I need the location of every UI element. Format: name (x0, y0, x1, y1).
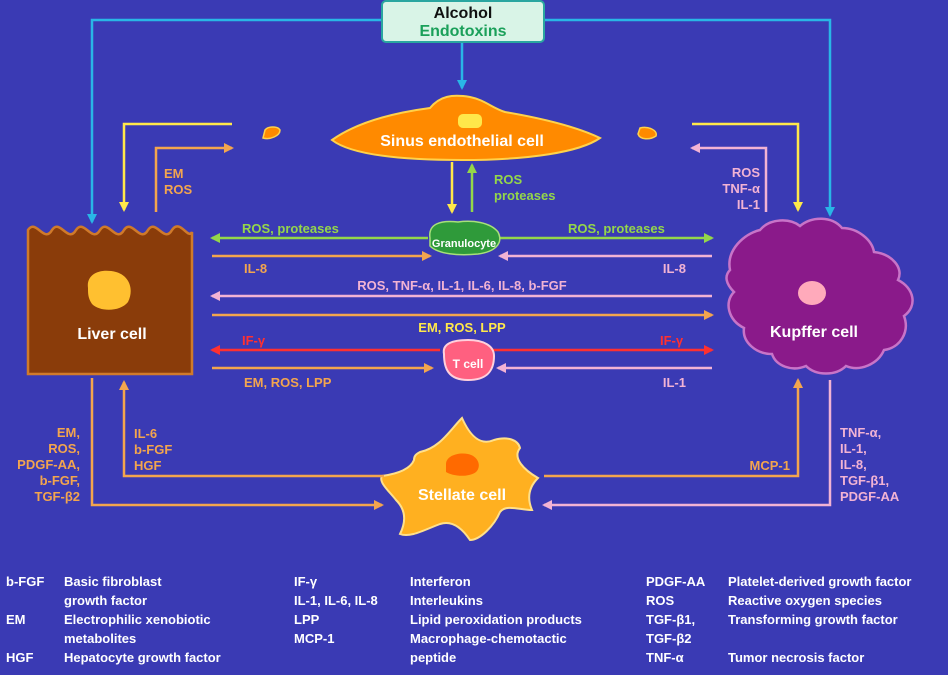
liver-cell-label: Liver cell (77, 326, 146, 343)
legend-abbr: PDGF-AA (646, 574, 706, 589)
legend-def: Lipid peroxidation products (410, 612, 582, 627)
label-stellate-to-liver-1: IL-6 (134, 426, 157, 441)
label-liver-to-stellate-1: EM, (57, 425, 80, 440)
legend-abbr: TNF-α (646, 650, 684, 665)
label-liver-to-stellate-3: PDGF-AA, (17, 457, 80, 472)
arrow-stellate-to-liver (119, 380, 384, 478)
label-gran-to-liver: ROS, proteases (242, 221, 339, 236)
source-endotoxins: Endotoxins (419, 23, 506, 40)
horizontal-arrows (210, 233, 714, 373)
legend-abbr: b-FGF (6, 574, 44, 589)
label-stellate-to-liver-2: b-FGF (134, 442, 172, 457)
label-kupffer-to-stellate-3: IL-8, (840, 457, 867, 472)
label-stellate-to-liver-3: HGF (134, 458, 162, 473)
legend-def: Electrophilic xenobiotic (64, 612, 211, 627)
arrow-kupffer-to-stellate (542, 380, 832, 510)
legend-def: metabolites (64, 631, 136, 646)
label-gran-to-kupffer: ROS, proteases (568, 221, 665, 236)
legend-abbr: IL-1, IL-6, IL-8 (294, 593, 378, 608)
label-liver-to-tcell: EM, ROS, LPP (244, 375, 332, 390)
t-cell: T cell (442, 338, 496, 382)
legend-def: Interferon (410, 574, 471, 589)
legend-def: peptide (410, 650, 456, 665)
legend-def: Reactive oxygen species (728, 593, 882, 608)
legend-def: Transforming growth factor (728, 612, 898, 627)
label-il8-right: IL-8 (663, 261, 686, 276)
stellate-arrows (90, 378, 832, 510)
label-liver-to-sinus-2: ROS (164, 182, 193, 197)
legend-def: Tumor necrosis factor (728, 650, 864, 665)
legend-def: Platelet-derived growth factor (728, 574, 911, 589)
legend-def: Hepatocyte growth factor (64, 650, 221, 665)
legend-abbr: LPP (294, 612, 320, 627)
label-kupffer-to-sinus-1: ROS (732, 165, 761, 180)
arrow-kupffer-to-sinus (690, 143, 768, 212)
label-ifg-right: IF-γ (660, 333, 684, 348)
legend-def: growth factor (64, 593, 147, 608)
label-kupffer-to-sinus-3: IL-1 (737, 197, 760, 212)
label-gran-to-sinus-2: proteases (494, 188, 555, 203)
label-liver-to-stellate-4: b-FGF, (40, 473, 80, 488)
source-arrows (87, 18, 835, 224)
liver-cell: Liver cell (26, 225, 194, 376)
arrow-liver-to-sinus (154, 143, 234, 212)
sinus-cell-label: Sinus endothelial cell (380, 133, 544, 150)
label-ifg-left: IF-γ (242, 333, 266, 348)
label-kupffer-to-stellate-4: TGF-β1, (840, 473, 889, 488)
legend-def: Interleukins (410, 593, 483, 608)
label-stellate-to-kupffer: MCP-1 (750, 458, 790, 473)
label-liver-to-stellate-2: ROS, (48, 441, 80, 456)
stellate-cell-label: Stellate cell (418, 487, 506, 504)
legend-abbr: MCP-1 (294, 631, 334, 646)
granulocyte-cell: Granulocyte (429, 220, 501, 256)
legend-abbr: EM (6, 612, 26, 627)
sinus-yellow-arrows (119, 122, 803, 214)
arrow-stellate-to-kupffer (544, 378, 803, 478)
label-kupffer-to-stellate-2: IL-1, (840, 441, 867, 456)
legend-abbr: HGF (6, 650, 34, 665)
legend-def: Basic fibroblast (64, 574, 162, 589)
legend-abbr: IF-γ (294, 574, 318, 589)
label-il8-left: IL-8 (244, 261, 267, 276)
legend: b-FGF Basic fibroblast growth factor EM … (6, 574, 911, 665)
label-liver-to-stellate-5: TGF-β2 (35, 489, 81, 504)
legend-abbr: ROS (646, 593, 675, 608)
label-kupffer-to-stellate-1: TNF-α, (840, 425, 881, 440)
source-alcohol: Alcohol (434, 5, 493, 22)
tcell-label: T cell (453, 357, 484, 371)
source-box: Alcohol Endotoxins (381, 0, 545, 43)
granulocyte-label: Granulocyte (432, 238, 496, 250)
stellate-cell: Stellate cell (380, 416, 540, 542)
legend-abbr: TGF-β1, (646, 612, 695, 627)
kupffer-cell-label: Kupffer cell (770, 324, 858, 341)
label-gran-to-sinus-1: ROS (494, 172, 523, 187)
arrow-source-to-liver (87, 18, 382, 224)
sinus-endothelial-cell: Sinus endothelial cell (262, 94, 657, 162)
label-kupffer-to-tcell: IL-1 (663, 375, 686, 390)
label-kupffer-to-stellate-5: PDGF-AA (840, 489, 900, 504)
arrow-sinus-to-liver (119, 122, 232, 212)
label-liver-to-sinus-1: EM (164, 166, 184, 181)
label-kupffer-to-sinus-2: TNF-α (722, 181, 760, 196)
kupffer-cell: Kupffer cell (725, 217, 914, 375)
legend-abbr: TGF-β2 (646, 631, 692, 646)
arrow-sinus-to-kupffer (692, 122, 803, 212)
legend-def: Macrophage-chemotactic (410, 631, 567, 646)
label-kupffer-to-liver: ROS, TNF-α, IL-1, IL-6, IL-8, b-FGF (357, 278, 567, 293)
arrow-liver-to-stellate (90, 378, 384, 510)
arrow-source-to-kupffer (544, 18, 835, 217)
label-liver-to-kupffer: EM, ROS, LPP (418, 320, 506, 335)
